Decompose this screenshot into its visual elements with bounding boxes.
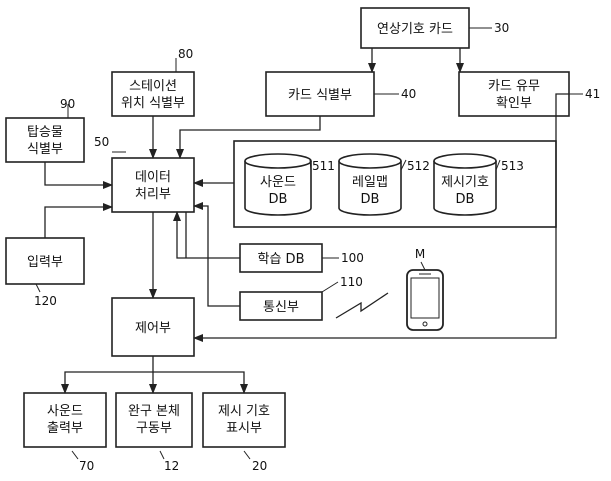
db-sound-line2: DB: [269, 192, 288, 207]
mobile-device: [406, 269, 444, 331]
block-sound-output: 사운드 출력부: [23, 392, 107, 448]
block-data-processing-line2: 처리부: [135, 187, 171, 202]
edge-comm-to-data: [193, 202, 240, 307]
mobile-leader: [420, 261, 426, 271]
block-control-label: 제어부: [135, 321, 171, 336]
block-rider-id-line2: 식별부: [27, 142, 63, 157]
ref-card-presence: 41: [585, 87, 600, 101]
block-station-id-line2: 위치 식별부: [121, 96, 185, 111]
block-sound-output-line2: 출력부: [47, 421, 83, 436]
ref-leader-sound-out: [71, 450, 79, 460]
block-card: 연상기호 카드: [360, 7, 470, 49]
ref-symbol-db: 513: [501, 159, 524, 173]
db-railmap-line2: DB: [361, 192, 380, 207]
block-card-presence: 카드 유무 확인부: [458, 71, 570, 117]
db-railmap-line1: 레일맵: [352, 175, 388, 190]
ref-leader-sound-db: [309, 159, 312, 171]
db-sound: 사운드 DB: [244, 153, 312, 216]
ref-leader-symbol-disp: [243, 450, 251, 460]
ref-leader-symbol-db: [495, 159, 501, 171]
block-symbol-display-line2: 표시부: [226, 421, 262, 436]
block-rider-id: 탑승물 식별부: [5, 117, 85, 163]
db-railmap: 레일맵 DB: [338, 153, 402, 216]
ref-sound-db: 511: [312, 159, 335, 173]
block-rider-id-line1: 탑승물: [27, 125, 63, 140]
ref-rider-id: 90: [60, 97, 75, 111]
ref-leader-input: [35, 283, 41, 293]
edge-card-id-to-data: [176, 116, 321, 159]
block-symbol-display: 제시 기호 표시부: [202, 392, 286, 448]
block-input: 입력부: [5, 237, 85, 285]
ref-leader-comm: [321, 281, 339, 293]
block-station-id: 스테이션 위치 식별부: [111, 71, 195, 117]
block-input-label: 입력부: [27, 255, 63, 270]
block-card-presence-line2: 확인부: [496, 96, 532, 111]
block-toy-drive-line1: 완구 본체: [128, 404, 180, 419]
block-control: 제어부: [111, 297, 195, 357]
ref-card-id: 40: [401, 87, 416, 101]
block-communication: 통신부: [239, 291, 323, 321]
block-toy-drive: 완구 본체 구동부: [115, 392, 193, 448]
db-sound-line1: 사운드: [260, 175, 296, 190]
block-learning-db-label: 학습 DB: [258, 252, 305, 267]
ref-symbol-disp: 20: [252, 459, 267, 473]
block-data-processing: 데이터 처리부: [111, 157, 195, 213]
block-station-id-line1: 스테이션: [129, 79, 177, 94]
block-communication-label: 통신부: [263, 300, 299, 315]
block-symbol-display-line1: 제시 기호: [218, 404, 270, 419]
ref-input: 120: [34, 294, 57, 308]
ref-learn-db: 100: [341, 251, 364, 265]
edge-control-to-display: [153, 371, 248, 394]
db-symbol-line2: DB: [456, 192, 475, 207]
ref-station-id: 80: [178, 47, 193, 61]
edge-learning-to-data: [173, 211, 240, 259]
block-card-id: 카드 식별부: [265, 71, 375, 117]
block-learning-db: 학습 DB: [239, 243, 323, 273]
block-card-presence-line1: 카드 유무: [488, 79, 540, 94]
ref-rail-db: 512: [407, 159, 430, 173]
ref-leader-toy-drive: [159, 450, 165, 460]
block-sound-output-line1: 사운드: [47, 404, 83, 419]
block-card-id-label: 카드 식별부: [288, 88, 352, 103]
ref-sound-out: 70: [79, 459, 94, 473]
edge-input-to-data: [44, 203, 113, 238]
edge-presence-to-control: [193, 93, 569, 342]
ref-data-proc: 50: [94, 135, 109, 149]
edge-control-to-sound: [61, 356, 154, 394]
block-toy-drive-line2: 구동부: [136, 421, 172, 436]
block-data-processing-line1: 데이터: [135, 170, 171, 185]
db-symbol: 제시기호 DB: [433, 153, 497, 216]
ref-comm: 110: [340, 275, 363, 289]
edge-rider-to-data: [44, 162, 113, 189]
block-card-label: 연상기호 카드: [377, 22, 453, 37]
wireless-link: [335, 292, 389, 319]
ref-card: 30: [494, 21, 509, 35]
db-symbol-line1: 제시기호: [441, 175, 489, 190]
ref-leader-rail-db: [400, 159, 407, 171]
mobile-label: M: [415, 247, 425, 261]
ref-toy-drive: 12: [164, 459, 179, 473]
